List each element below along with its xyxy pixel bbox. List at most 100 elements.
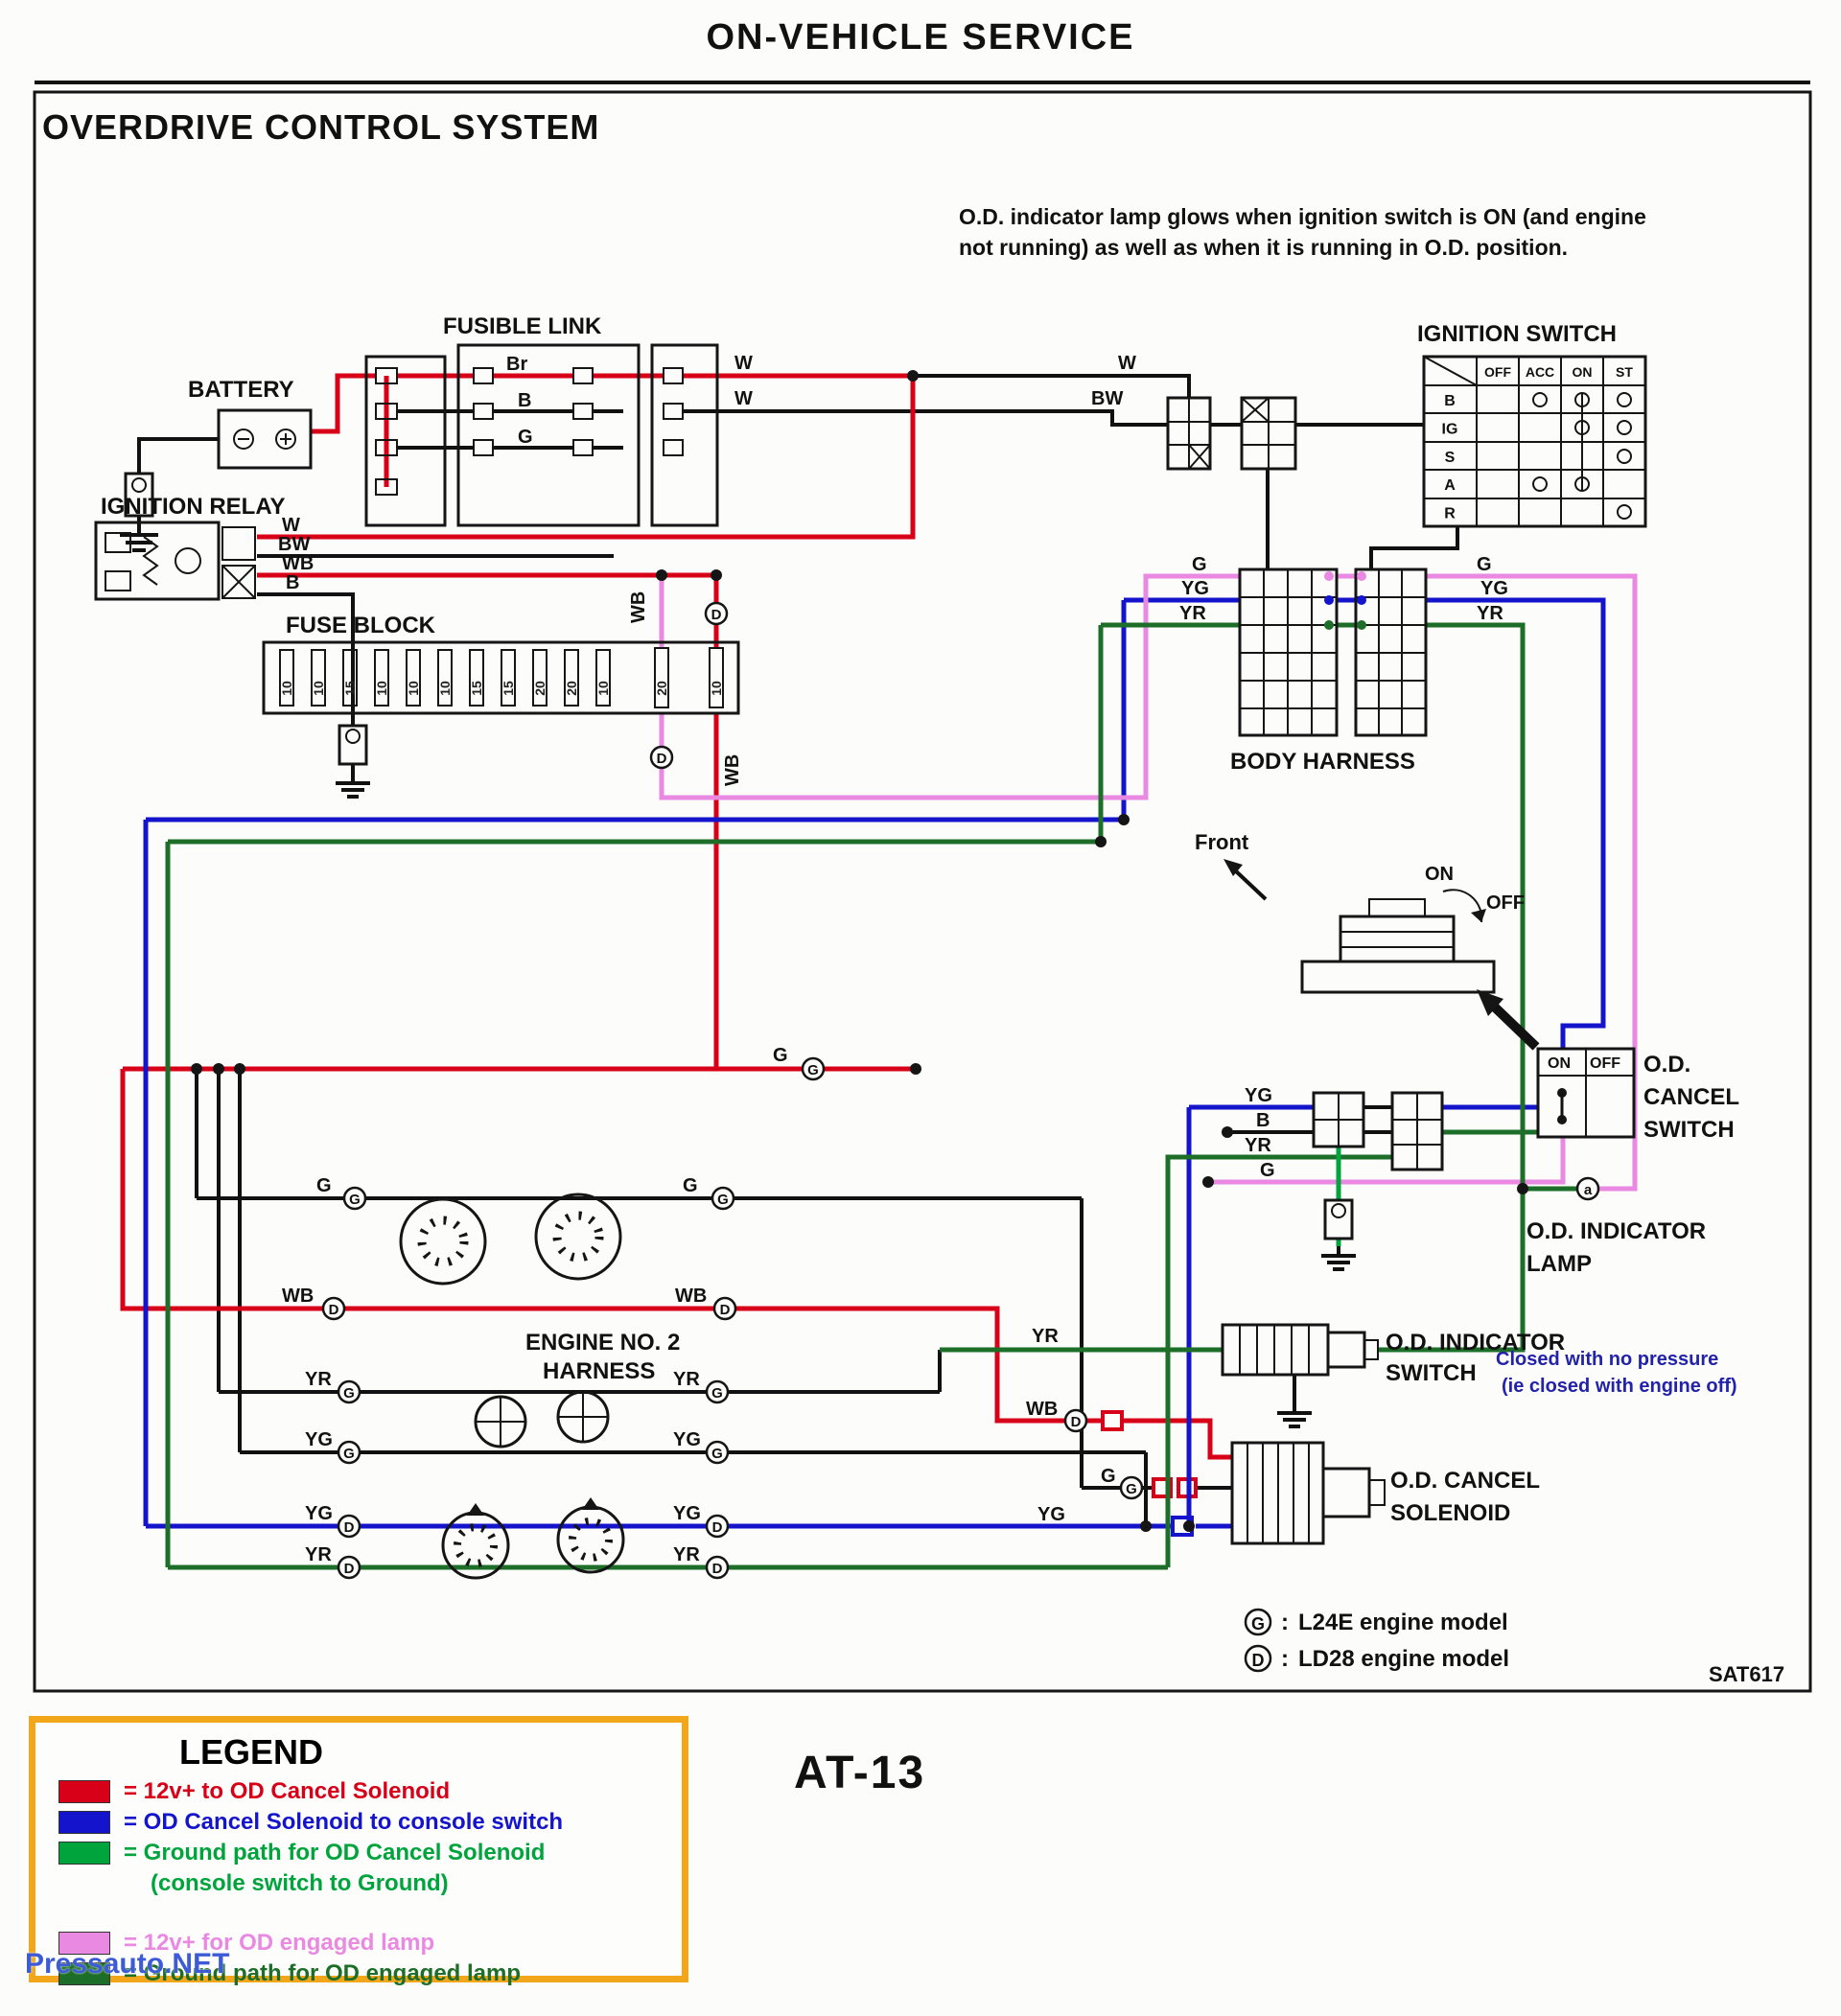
circled-letter: G <box>1119 1475 1144 1500</box>
diagram-label: G <box>773 1045 788 1066</box>
diagram-label: G <box>349 1192 361 1208</box>
blue-swatch <box>58 1811 110 1834</box>
diagram-label: 15 <box>469 681 484 696</box>
diagram-label: (ie closed with engine off) <box>1502 1376 1737 1397</box>
diagram-label: 15 <box>501 681 516 696</box>
page-title: ON-VEHICLE SERVICE <box>706 17 1135 58</box>
diagram-label: 20 <box>654 681 669 696</box>
circled-letter: D <box>337 1514 361 1539</box>
connector-block-2 <box>650 343 719 527</box>
diagram-label: D <box>720 1302 731 1318</box>
circled-letter: D <box>321 1296 346 1321</box>
diagram-label: YR <box>1032 1326 1059 1347</box>
diagram-label: a <box>1584 1182 1593 1198</box>
circled-letter: G <box>1244 1608 1272 1636</box>
od-cancel-solenoid <box>1230 1441 1386 1545</box>
diagram-label: B <box>1444 393 1456 409</box>
diagram-label: Br <box>506 354 527 375</box>
diagram-label: 15 <box>342 681 358 696</box>
diagram-label: G <box>343 1446 355 1462</box>
diagram-label: G <box>807 1062 819 1078</box>
diagram-label: 10 <box>709 681 724 696</box>
diagram-label: OFF <box>1590 1055 1620 1072</box>
pink-swatch <box>58 1932 110 1955</box>
circled-letter: G <box>337 1379 361 1404</box>
diagram-label: 10 <box>279 681 294 696</box>
diagram-label: B <box>286 572 299 593</box>
diagram-label: 20 <box>564 681 579 696</box>
legend-box: LEGEND = 12v+ to OD Cancel Solenoid = OD… <box>29 1716 688 1986</box>
console-switch-drawing <box>1223 859 1540 1051</box>
diagram-label: W <box>282 515 300 536</box>
diagram-label: 10 <box>406 681 421 696</box>
ignition-relay <box>94 521 368 766</box>
diagram-label: G <box>1260 1160 1275 1181</box>
diagram-label: G <box>1251 1614 1265 1634</box>
diagram-label: WB <box>1026 1399 1058 1420</box>
diagram-label: D <box>1071 1414 1082 1430</box>
diagram-label: B <box>518 390 531 411</box>
circled-letter: D <box>705 1555 730 1580</box>
diagram-label: IG <box>1442 421 1458 437</box>
diagram-label: BODY HARNESS <box>1230 749 1415 775</box>
diagram-label: R <box>1444 506 1456 522</box>
diagram-label: YG <box>1245 1085 1272 1106</box>
diagram-label: YR <box>673 1544 700 1565</box>
diagram-label: G <box>343 1385 355 1402</box>
diagram-label: YR <box>305 1369 332 1390</box>
diagram-label: YG <box>1181 578 1209 599</box>
diagram-label: IGNITION RELAY <box>101 494 285 520</box>
diagram-label: OFF <box>1486 892 1525 914</box>
diagram-label: D <box>657 751 667 767</box>
diagram-label: : <box>1281 1610 1289 1635</box>
diagram-label: ENGINE NO. 2 <box>525 1330 680 1356</box>
diagram-label: WB <box>282 553 314 574</box>
diagram-label: ON <box>1548 1055 1571 1072</box>
diagram-label: LAMP <box>1526 1251 1592 1277</box>
diagram-label: BW <box>278 534 310 555</box>
diagram-label: O.D. <box>1643 1052 1690 1078</box>
red-swatch <box>58 1780 110 1803</box>
diagram-label: ST <box>1616 364 1633 380</box>
diagram-label: WB <box>628 591 649 623</box>
diagram-label: YR <box>1179 603 1206 624</box>
connector-block <box>364 355 447 527</box>
diagram-label: 10 <box>374 681 389 696</box>
diagram-label: O.D. indicator lamp glows when ignition … <box>959 204 1646 229</box>
diagram-label: BATTERY <box>188 377 294 403</box>
diagram-label: YG <box>673 1503 701 1524</box>
circled-letter: D <box>705 1514 730 1539</box>
circled-letter: D <box>337 1555 361 1580</box>
diagram-label: G <box>711 1385 723 1402</box>
diagram-label: G <box>1477 554 1492 575</box>
legend-item-blue: = OD Cancel Solenoid to console switch <box>58 1809 682 1836</box>
diagram-label: G <box>683 1175 698 1196</box>
diagram-label: ON <box>1573 364 1593 380</box>
circled-letter: D <box>649 745 674 770</box>
diagram-label: G <box>1101 1466 1116 1487</box>
legend-item-pink: = 12v+ for OD engaged lamp <box>58 1930 682 1957</box>
watermark: Pressauto.NET <box>25 1948 230 1980</box>
diagram-label: : <box>1281 1646 1289 1672</box>
diagram-label: G <box>711 1446 723 1462</box>
circled-letter: G <box>711 1186 735 1211</box>
diagram-label: D <box>329 1302 339 1318</box>
body-harness <box>1238 568 1428 737</box>
wires-pink <box>659 573 1638 1192</box>
circled-letter: G <box>705 1440 730 1465</box>
diagram-label: B <box>1256 1110 1270 1131</box>
harness-connectors-top <box>1166 396 1297 471</box>
legend-item-red: = 12v+ to OD Cancel Solenoid <box>58 1778 682 1805</box>
circled-letter: D <box>1244 1644 1272 1673</box>
console-connectors <box>1312 1091 1444 1240</box>
diagram-label: SWITCH <box>1643 1117 1735 1143</box>
battery <box>124 408 313 518</box>
diagram-label: not running) as well as when it is runni… <box>959 235 1568 260</box>
diagram-label: W <box>734 388 753 409</box>
diagram-label: WB <box>722 754 743 786</box>
diagram-label: O.D. INDICATOR <box>1526 1218 1706 1244</box>
